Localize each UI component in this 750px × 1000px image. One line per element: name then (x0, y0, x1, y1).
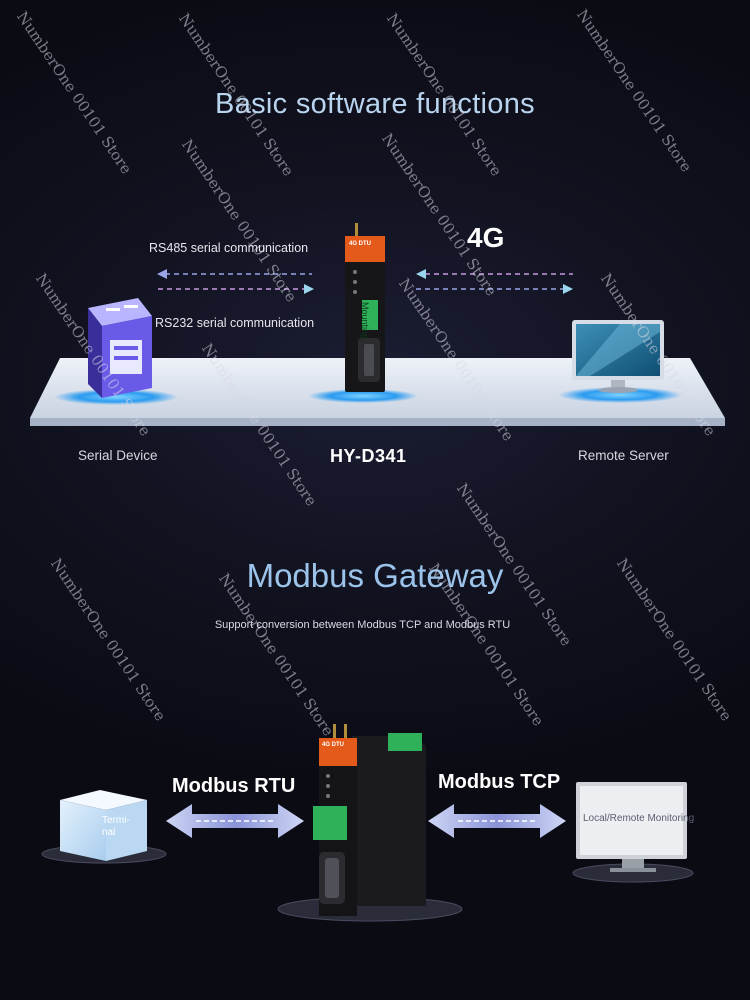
serial-device-caption: Serial Device (78, 448, 158, 463)
section1-title: Basic software functions (215, 88, 535, 120)
dtu-badge-text: 4G DTU (349, 241, 372, 247)
monitor-label: Local/Remote Monitoring (583, 813, 695, 824)
glow-left (54, 389, 178, 405)
network-label: 4G (467, 222, 505, 253)
glow-center (308, 389, 418, 403)
remote-server-caption: Remote Server (578, 448, 669, 463)
remote-server-icon (572, 320, 664, 393)
dtu-device-icon (345, 223, 385, 392)
rs485-label: RS485 serial communication (149, 241, 309, 255)
4g-arrow-out (416, 284, 573, 294)
mount-text: Mounting (360, 302, 370, 340)
rs485-arrow (157, 269, 312, 279)
section2-title: Modbus Gateway (246, 557, 504, 594)
device-model-caption: HY-D341 (330, 446, 407, 466)
tcp-double-arrow (428, 804, 566, 838)
4g-arrow-in (416, 269, 573, 279)
section2-subtitle: Support conversion between Modbus TCP an… (214, 619, 511, 631)
serial-device-icon (88, 298, 152, 398)
monitor-icon (576, 782, 687, 872)
glow-right (558, 387, 682, 403)
modbus-tcp-label: Modbus TCP (438, 771, 561, 793)
terminal-label: Termi- nal (102, 815, 130, 838)
gateway-badge-text: 4G DTU (322, 742, 345, 748)
rs232-arrow (158, 284, 314, 294)
modbus-gateway-icon (313, 724, 426, 916)
rs232-label: RS232 serial communication (155, 316, 315, 330)
terminal-cube-icon (60, 790, 147, 861)
rtu-double-arrow (166, 804, 304, 838)
modbus-rtu-label: Modbus RTU (172, 775, 296, 797)
